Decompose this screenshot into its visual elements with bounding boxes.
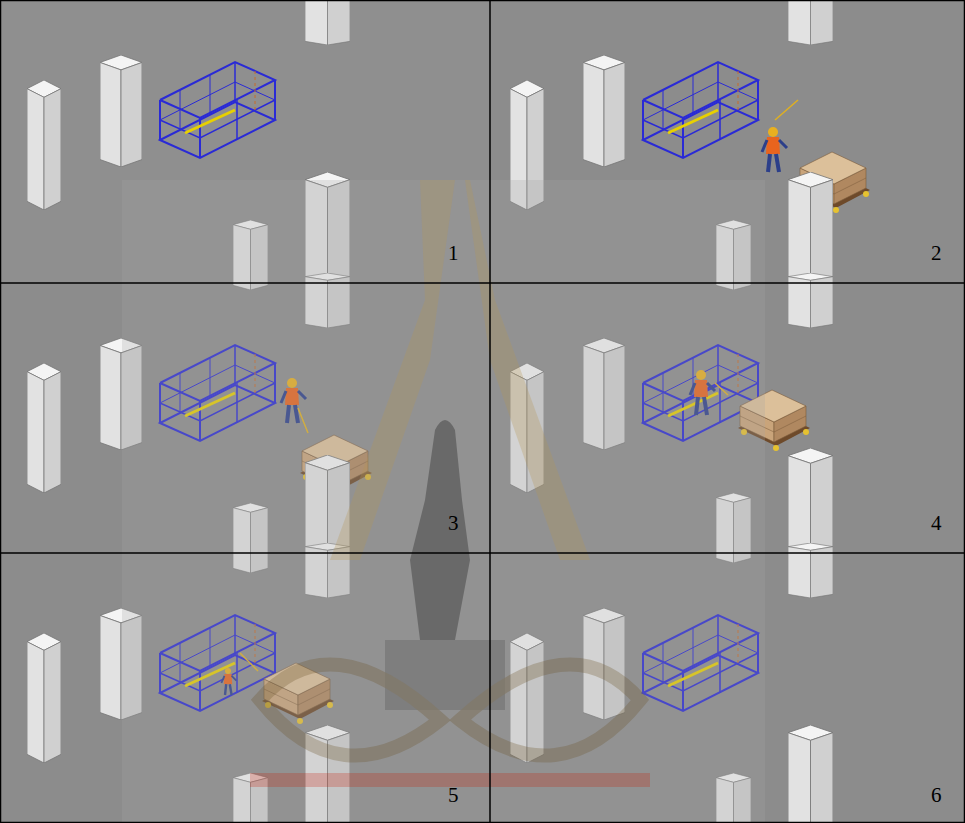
panel-number: 1 bbox=[448, 243, 459, 264]
panel-number: 6 bbox=[931, 785, 942, 806]
panel-number: 2 bbox=[931, 243, 942, 264]
panel-number: 5 bbox=[448, 785, 459, 806]
panel-number: 3 bbox=[448, 513, 459, 534]
panel-number: 4 bbox=[931, 513, 942, 534]
